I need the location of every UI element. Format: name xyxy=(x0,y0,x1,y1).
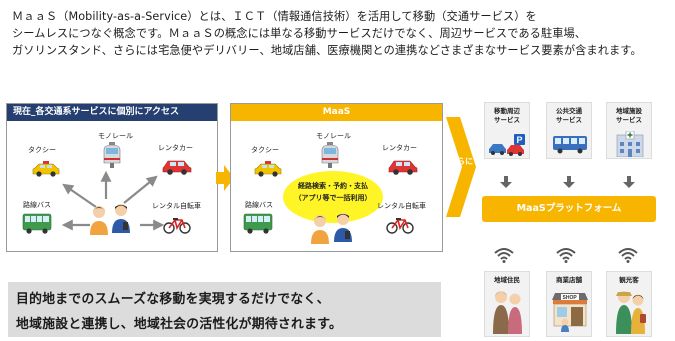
man-user-icon xyxy=(110,203,132,233)
maas-highlight-ellipse xyxy=(283,171,383,223)
mobility-service-line-1: 移動周辺 xyxy=(494,107,520,115)
maas-bus-icon xyxy=(243,212,273,234)
public-bus-icon xyxy=(553,136,587,154)
wifi-icon xyxy=(556,248,576,263)
maas-woman-user-icon xyxy=(309,214,331,244)
maas-center-line-2: （アプリ等で一括利用） xyxy=(294,194,372,202)
rentacar-icon xyxy=(162,157,192,175)
community-facility-line-2: サービス xyxy=(616,116,642,124)
bike-icon xyxy=(162,214,192,234)
monorail-label: モノレール xyxy=(98,132,133,140)
hospital-building-icon xyxy=(616,131,644,157)
mobility-service-line-2: サービス xyxy=(494,116,520,124)
public-transport-line-1: 公共交通 xyxy=(556,107,582,115)
shop-sign: SHOP xyxy=(563,295,578,301)
down-arrow-icon xyxy=(563,176,575,188)
maas-bus-label: 路線バス xyxy=(245,201,273,209)
maas-center-text: 経路検索・予約・支払 （アプリ等で一括利用） xyxy=(283,180,383,204)
local-residents-box: 地域住民 xyxy=(484,271,530,337)
further-label: さらに xyxy=(449,157,473,166)
mobility-service-box: 移動周辺 サービス P xyxy=(484,102,530,159)
public-transport-service-box: 公共交通 サービス xyxy=(546,102,592,159)
monorail-icon xyxy=(101,142,123,168)
intro-line-3: ガソリンスタンド、さらには宅急便やデリバリー、地域店舗、医療機関との連携などさま… xyxy=(12,44,642,57)
commercial-stores-label: 商業店舗 xyxy=(556,276,582,284)
maas-rentacar-icon xyxy=(388,157,418,175)
down-arrow-icon xyxy=(623,176,635,188)
maas-man-user-icon xyxy=(332,212,354,242)
further-arrow-icon xyxy=(446,117,476,217)
commercial-stores-box: 商業店舗 SHOP xyxy=(546,271,592,337)
conclusion-box: 目的地までのスムーズな移動を実現するだけでなく、 地域施設と連携し、地域社会の活… xyxy=(8,282,441,337)
intro-line-1: ＭａａＳ（Mobility-as-a-Service）とは、ＩＣＴ（情報通信技術… xyxy=(12,10,537,23)
tourists-box: 観光客 xyxy=(606,271,652,337)
conclusion-line-1: 目的地までのスムーズな移動を実現するだけでなく、 xyxy=(16,292,330,307)
community-facility-line-1: 地域施設 xyxy=(616,107,642,115)
conclusion-line-2: 地域施設と連携し、地域社会の活性化が期待されます。 xyxy=(16,317,343,332)
tourists-icon xyxy=(616,291,646,334)
maas-taxi-icon xyxy=(254,161,282,177)
wifi-icon xyxy=(494,248,514,263)
community-facility-service-box: 地域施設 サービス xyxy=(606,102,652,159)
maas-monorail-icon xyxy=(319,142,341,168)
rentacar-label: レンタカー xyxy=(158,144,193,152)
right-arrow-icon xyxy=(216,165,234,191)
public-transport-line-2: サービス xyxy=(556,116,582,124)
current-connection-arrows xyxy=(61,170,165,231)
maas-panel-title: MaaS xyxy=(231,104,442,121)
current-panel-title: 現在_各交通系サービスに個別にアクセス xyxy=(7,104,217,121)
maas-platform-bar: MaaSプラットフォーム xyxy=(482,196,656,222)
intro-text: ＭａａＳ（Mobility-as-a-Service）とは、ＩＣＴ（情報通信技術… xyxy=(12,8,667,59)
maas-bike-icon xyxy=(385,214,415,234)
residents-icon xyxy=(493,291,522,334)
maas-center-line-1: 経路検索・予約・支払 xyxy=(298,182,368,190)
maas-taxi-label: タクシー xyxy=(251,146,279,154)
taxi-label: タクシー xyxy=(28,146,56,154)
maas-monorail-label: モノレール xyxy=(316,132,351,140)
bus-icon xyxy=(22,212,52,234)
tourists-label: 観光客 xyxy=(619,276,639,284)
parking-and-cars-icon: P xyxy=(489,134,525,156)
bike-label: レンタル自転車 xyxy=(152,202,201,210)
intro-line-2: シームレスにつなぐ概念です。ＭａａＳの概念には単なる移動サービスだけでなく、周辺… xyxy=(12,27,587,40)
bus-label: 路線バス xyxy=(23,201,51,209)
maas-bike-label: レンタル自転車 xyxy=(377,202,426,210)
maas-rentacar-label: レンタカー xyxy=(382,144,417,152)
woman-user-icon xyxy=(88,205,110,235)
svg-text:P: P xyxy=(517,135,523,145)
local-residents-label: 地域住民 xyxy=(494,276,520,284)
down-arrow-icon xyxy=(500,176,512,188)
taxi-icon xyxy=(32,161,60,177)
shop-icon: SHOP xyxy=(552,293,588,332)
wifi-icon xyxy=(618,248,638,263)
